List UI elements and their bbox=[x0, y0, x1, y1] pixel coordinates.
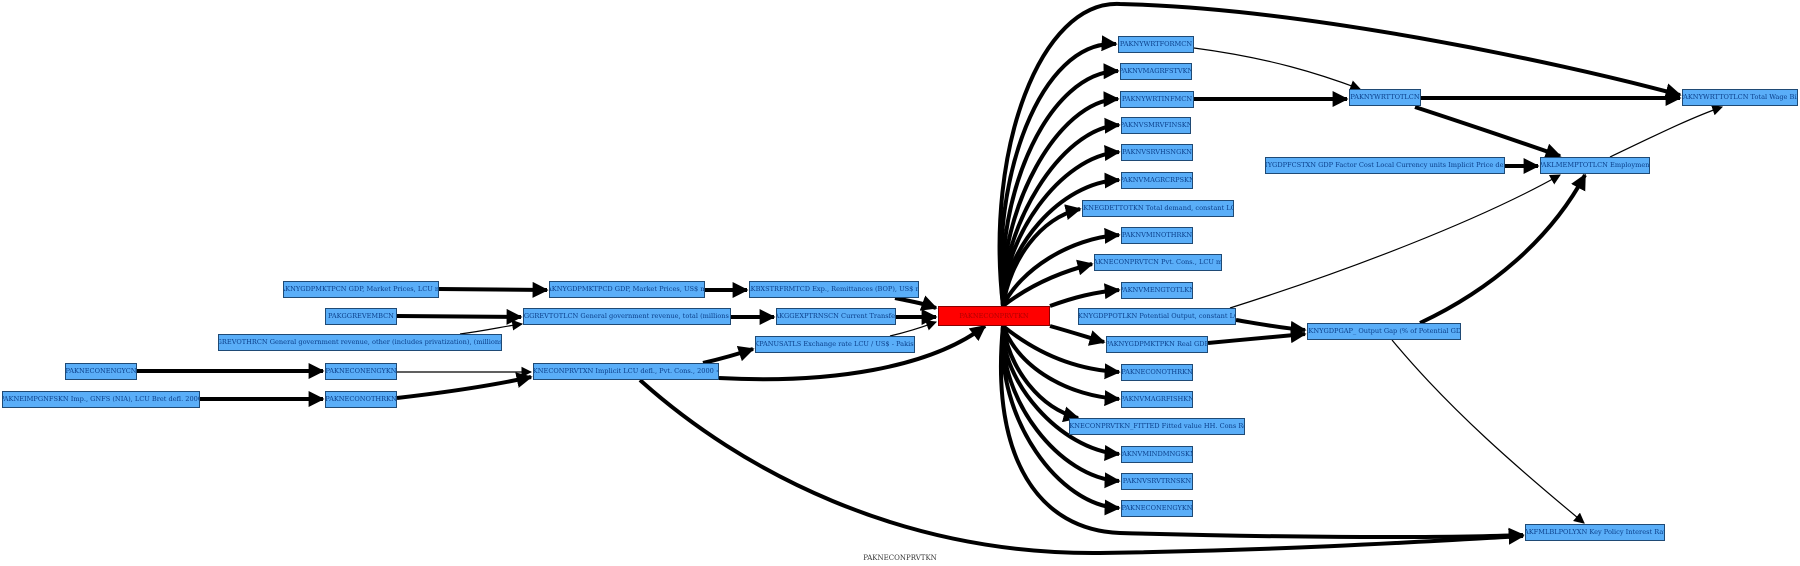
edge-defl-to-focus bbox=[718, 324, 987, 382]
edge-gdp-lcu-to-usd bbox=[438, 281, 549, 298]
node-agri-crops[interactable]: PAKNVMAGRCRPSKN bbox=[1121, 172, 1193, 189]
node-potential-output[interactable]: PAKNYGDPPOTLKN Potential Output, constan… bbox=[1078, 308, 1236, 325]
node-services-transport[interactable]: PAKNVSRVTRNSKN bbox=[1121, 473, 1193, 490]
node-energy-total[interactable]: PAKNVMENGTOTLKN bbox=[1121, 282, 1193, 299]
node-fitted-hh-cons[interactable]: PAKNECONPRVTKN_FITTED Fitted value HH. C… bbox=[1069, 418, 1245, 435]
node-focus-pvt-cons-real[interactable]: PAKNECONPRVTKN bbox=[938, 306, 1050, 326]
node-gov-revenue-mb[interactable]: PAKGGREVEMBCN bbox=[325, 308, 397, 325]
node-gdp-market-prices-usd[interactable]: PAKNYGDPMKTPCD GDP, Market Prices, US$ m… bbox=[549, 281, 705, 298]
node-agri-forestry[interactable]: PAKNVMAGRFSTVKN bbox=[1120, 63, 1192, 80]
node-pvt-cons-lcu[interactable]: PAKNECONPRVTCN Pvt. Cons., LCU mn bbox=[1094, 254, 1222, 271]
edge-grev-other-to-total bbox=[459, 319, 524, 335]
node-econ-other-real-right[interactable]: PAKNECONOTHRKN bbox=[1121, 364, 1193, 381]
edge-focus-to-fishing bbox=[1001, 325, 1121, 407]
node-econ-energy-real[interactable]: PAKNECONENGYKN bbox=[325, 363, 397, 380]
node-econ-other-real[interactable]: PAKNECONOTHRKN bbox=[325, 391, 397, 408]
edge-wageform-to-total bbox=[1193, 47, 1362, 91]
node-services-housing[interactable]: PAKNVSRVHSNGKN bbox=[1121, 144, 1193, 161]
edge-wagetotal-to-employ bbox=[1414, 105, 1562, 159]
edge-potential-to-employ bbox=[1229, 174, 1561, 309]
node-wage-total[interactable]: PAKNYWRTTOTLCN bbox=[1349, 89, 1421, 106]
node-policy-rate[interactable]: PAKFMLBLPOLYXN Key Policy Interest Rate bbox=[1525, 524, 1665, 541]
node-pvt-cons-deflator[interactable]: PAKNECONPRVTXN Implicit LCU defl., Pvt. … bbox=[533, 363, 719, 380]
node-gov-revenue-other[interactable]: PAKGGREVOTHRCN General government revenu… bbox=[218, 334, 502, 351]
edge-exchange-to-focus bbox=[889, 320, 938, 337]
edge-focus-to-transport bbox=[1000, 325, 1121, 489]
node-econ-energy-right[interactable]: PAKNECONENGYKN bbox=[1121, 500, 1193, 517]
edge-grev-mb-to-total bbox=[396, 308, 523, 325]
node-services-finance[interactable]: PAKNVSMRVFINSKN bbox=[1121, 117, 1191, 134]
graph-caption: PAKNECONPRVTKN bbox=[863, 554, 937, 562]
edge-focus-to-realgdp bbox=[1049, 324, 1106, 346]
node-employment[interactable]: PAKLMEMPTOTLCN Employment bbox=[1540, 157, 1650, 174]
node-real-gdp[interactable]: PAKNYGDPMKTPKN Real GDP bbox=[1106, 336, 1208, 353]
node-industry-mining[interactable]: PAKNVMINDMNGSKN bbox=[1121, 446, 1193, 463]
edge-gap-to-employ bbox=[1419, 173, 1587, 325]
edge-remit-to-focus bbox=[894, 295, 938, 311]
node-wage-informal[interactable]: PAKNYWRTINFMCN bbox=[1120, 91, 1194, 108]
node-agri-fishing[interactable]: PAKNVMAGRFISHKN bbox=[1121, 391, 1193, 408]
edge-realgdp-to-gap bbox=[1207, 327, 1307, 345]
edge-potential-to-gap bbox=[1235, 318, 1307, 337]
node-wage-formal[interactable]: PAKNYWRTFORMCN bbox=[1118, 36, 1194, 53]
node-imports-gnfs[interactable]: PAKNEIMPGNFSKN Imp., GNFS (NIA), LCU Bre… bbox=[2, 391, 200, 408]
node-total-wage-bill[interactable]: PAKNYWRTTOTLCN Total Wage Bill bbox=[1682, 89, 1798, 106]
edge-gap-to-policy bbox=[1391, 339, 1585, 524]
node-exchange-rate[interactable]: PAKPANUSATLS Exchange rate LCU / US$ - P… bbox=[755, 336, 915, 353]
node-total-demand[interactable]: PAKNEGDETTOTKN Total demand, constant LC… bbox=[1082, 200, 1234, 217]
edge-focus-to-totalwage bbox=[997, 1, 1682, 307]
node-econ-energy-lcu[interactable]: PAKNECONENGYCN bbox=[65, 363, 137, 380]
edge-focus-to-engyright bbox=[1000, 325, 1121, 516]
edge-focus-to-minother bbox=[1001, 227, 1121, 307]
edge-other-mid-to-defl bbox=[396, 372, 533, 400]
node-gov-revenue-total[interactable]: PAKGGREVTOTLCN General government revenu… bbox=[523, 308, 731, 325]
edge-focus-to-fitted bbox=[1001, 325, 1080, 423]
edge-layer bbox=[137, 1, 1724, 556]
edge-focus-to-policy bbox=[998, 325, 1525, 544]
node-current-transfers[interactable]: PAKGGEXPTRNSCN Current Transfers bbox=[776, 308, 896, 325]
edge-employ-to-wagebill bbox=[1609, 105, 1724, 158]
node-remittances[interactable]: PAKBXSTRFRMTCD Exp., Remittances (BOP), … bbox=[749, 281, 919, 298]
node-gdp-market-prices-lcu[interactable]: PAKNYGDPMKTPCN GDP, Market Prices, LCU m… bbox=[283, 281, 439, 298]
edge-focus-to-demand bbox=[1001, 204, 1082, 307]
edge-focus-to-conother bbox=[1001, 324, 1121, 380]
node-mining-other[interactable]: PAKNVMINOTHRKN bbox=[1121, 227, 1193, 244]
edge-focus-to-pvtcons bbox=[1001, 259, 1094, 308]
edge-defl-to-policy bbox=[638, 378, 1525, 556]
edge-focus-to-energy bbox=[1049, 283, 1121, 308]
node-output-gap[interactable]: PAKNYGDPGAP_ Output Gap (% of Potential … bbox=[1307, 323, 1461, 340]
edge-defl-to-exchange bbox=[702, 345, 755, 365]
node-gdp-factor-cost[interactable]: PAKNYGDPFCSTXN GDP Factor Cost Local Cur… bbox=[1265, 157, 1505, 174]
